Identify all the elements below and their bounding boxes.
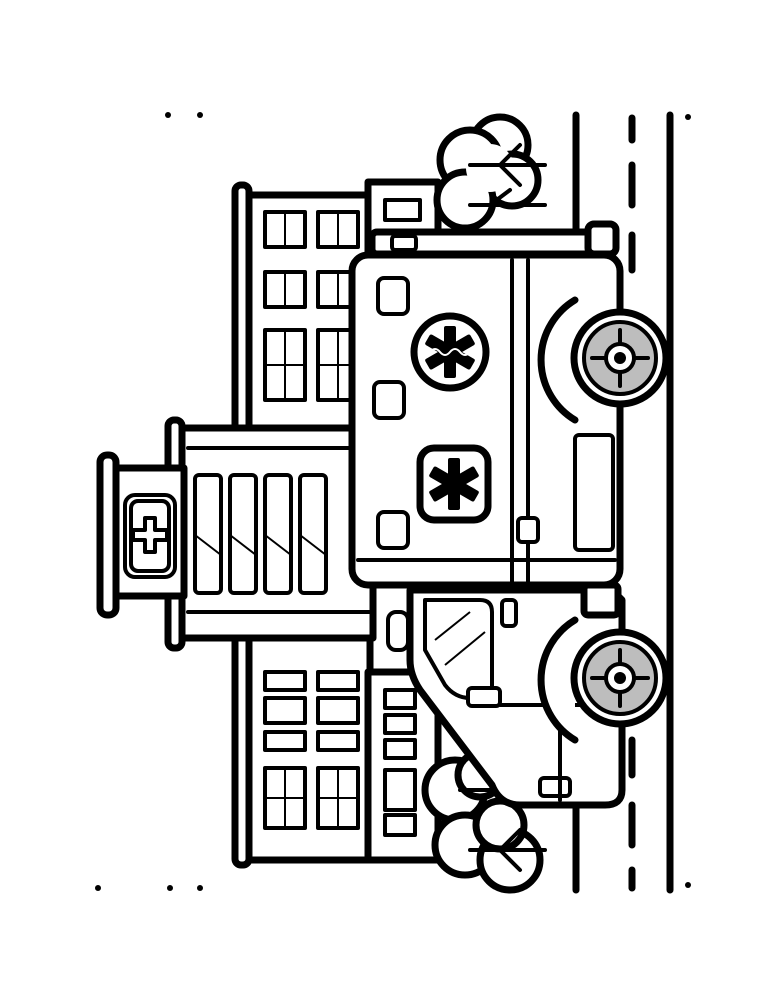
medical-cross-icon: [123, 493, 177, 579]
wheel-icon: [537, 616, 670, 744]
ambulance-icon: [348, 220, 670, 809]
windows-bottom: [263, 670, 417, 837]
wheel-icon: [537, 296, 670, 424]
star-of-life-icon: [416, 444, 492, 524]
ground-marks: [95, 112, 203, 891]
hospital-building-icon: [96, 178, 442, 869]
windows-top: [263, 198, 422, 402]
star-of-life-icon: [410, 312, 490, 392]
tree-top: [433, 113, 547, 232]
